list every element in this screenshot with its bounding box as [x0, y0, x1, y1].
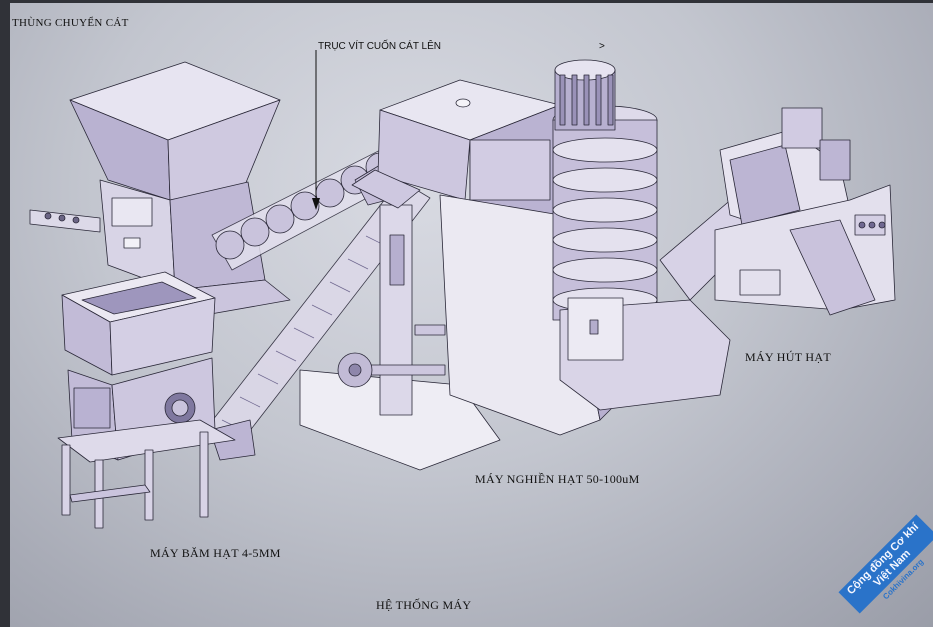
viewport-frame-top — [0, 0, 933, 3]
screw-conveyor-label: TRỤC VÍT CUỐN CÁT LÊN — [318, 41, 441, 52]
suction-machine — [659, 107, 896, 316]
grinding-machine-label: MÁY NGHIỀN HẠT 50-100uM — [475, 472, 640, 486]
suction-machine-label: MÁY HÚT HẠT — [745, 350, 831, 364]
grinding-machine — [299, 59, 731, 471]
chopping-machine — [57, 271, 236, 529]
system-title: HỆ THỐNG MÁY — [376, 598, 472, 612]
conveyor-leader-line — [312, 50, 320, 210]
stray-mark: > — [599, 41, 605, 52]
viewport-frame-left — [0, 0, 10, 627]
feed-hopper-label: THÙNG CHUYỂN CÁT — [12, 17, 129, 29]
chopping-machine-label: MÁY BĂM HẠT 4-5MM — [150, 546, 281, 560]
